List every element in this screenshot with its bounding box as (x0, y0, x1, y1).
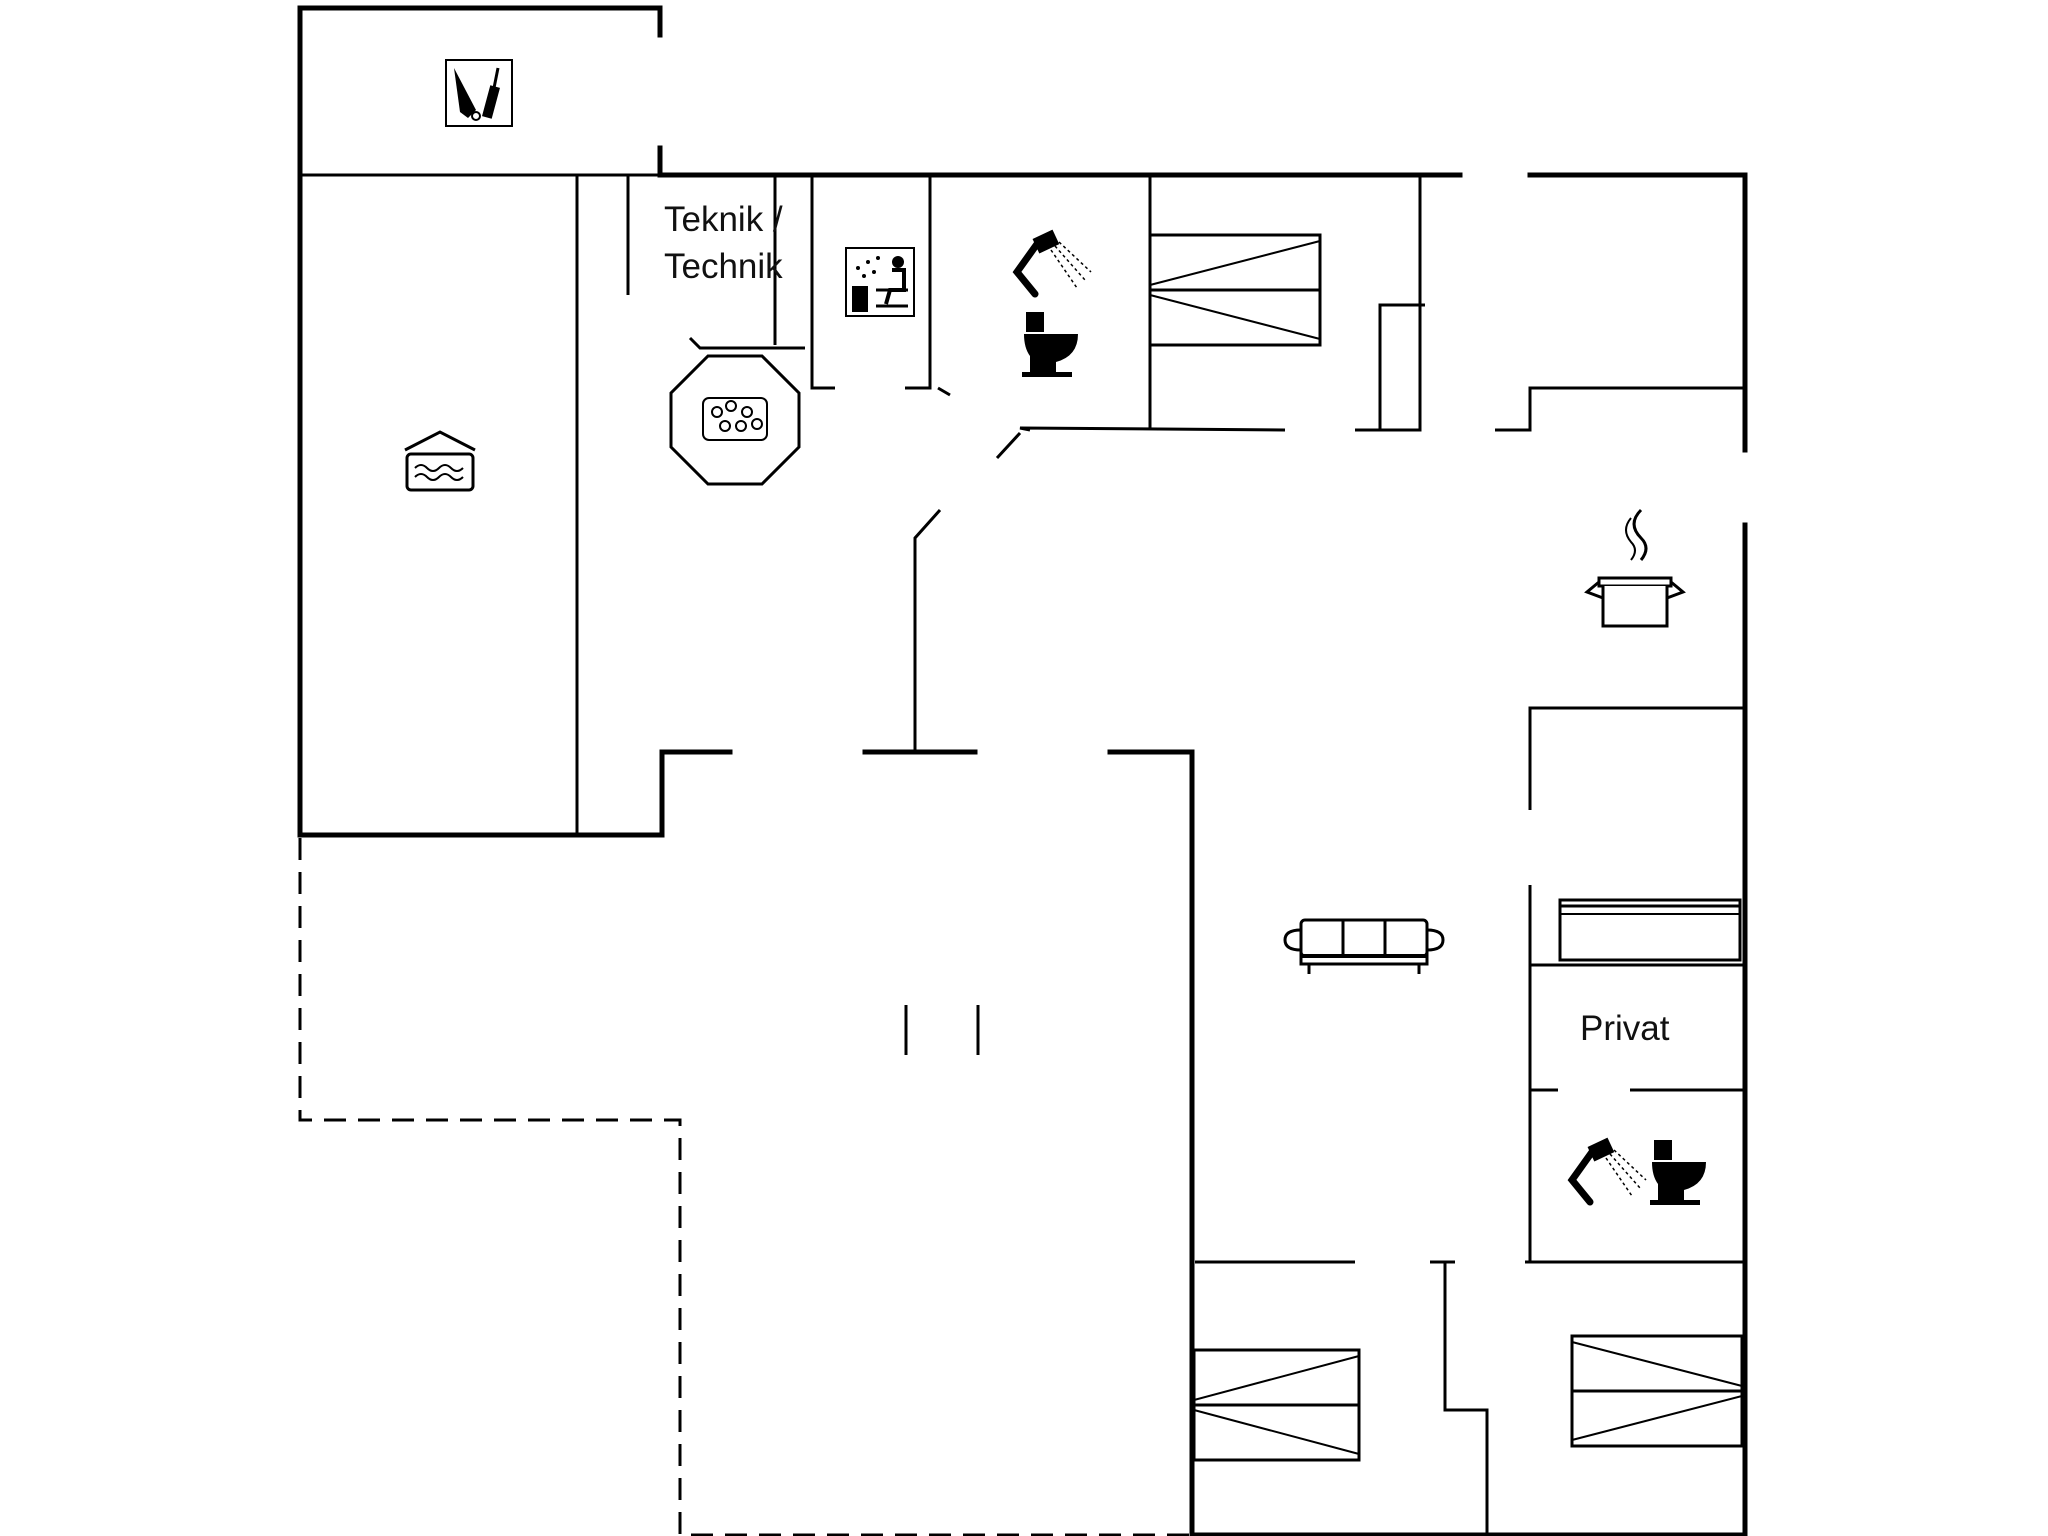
bed-icon (1558, 898, 1742, 962)
private-room-label: Privat (1580, 1009, 1670, 1048)
technik-label-line2: Technik (664, 247, 783, 286)
kitchen-pot-icon (1584, 508, 1686, 628)
sofa-icon (1283, 918, 1445, 974)
toilet-icon (1650, 1140, 1706, 1205)
terrace-outline (298, 838, 1190, 1536)
whirlpool-icon (669, 354, 801, 486)
shower-icon (1567, 1137, 1647, 1206)
utility-room-icon (445, 59, 513, 127)
technik-label-line1: Teknik / (664, 200, 783, 239)
swimming-pool-icon (404, 430, 476, 492)
walls (297, 5, 1748, 1536)
shower-icon (1012, 229, 1092, 298)
bed-icon (1148, 233, 1322, 347)
sauna-icon (845, 247, 915, 317)
toilet-icon (1022, 312, 1078, 377)
interior-walls (300, 173, 1745, 1535)
bed-icon (1570, 1334, 1744, 1448)
bed-icon (1192, 1348, 1361, 1462)
